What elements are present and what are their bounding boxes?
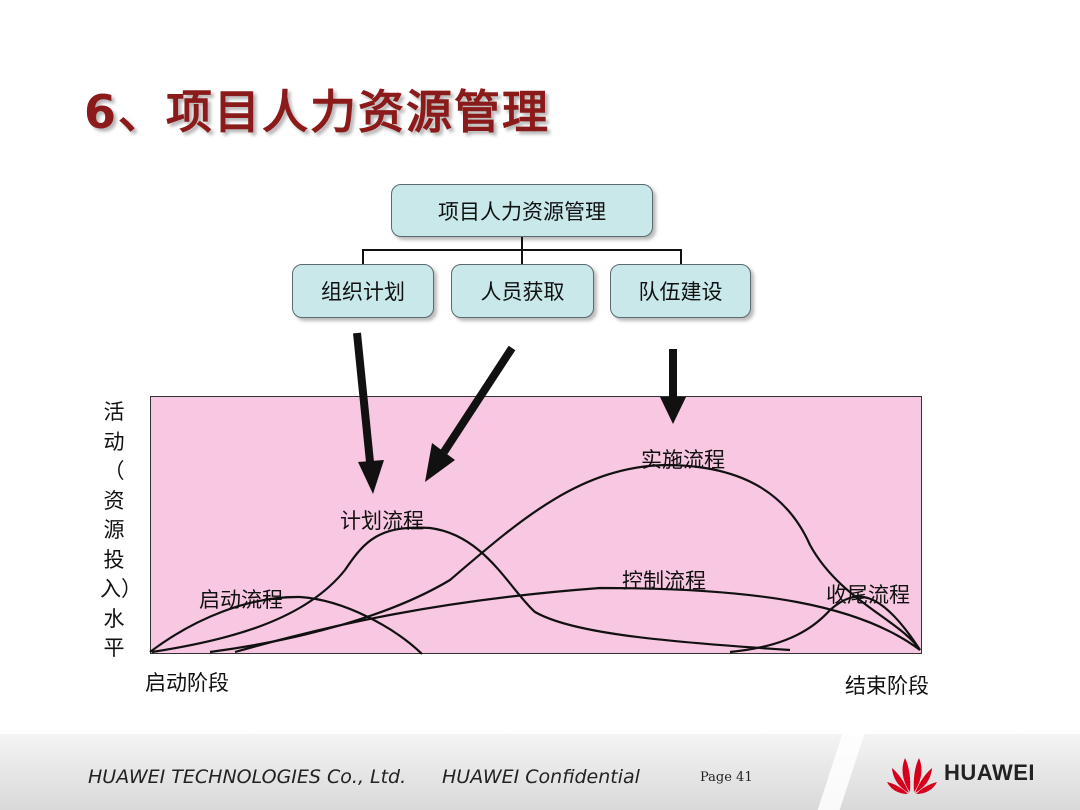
arrow-head bbox=[660, 397, 686, 424]
label-initiating: 启动流程 bbox=[199, 588, 283, 612]
connector-left-drop bbox=[362, 249, 364, 264]
arrow-head bbox=[425, 443, 455, 482]
curve-initiating bbox=[149, 595, 423, 655]
org-box-staff-acquisition: 人员获取 bbox=[451, 264, 594, 318]
curve-executing bbox=[209, 463, 921, 654]
curve-closing bbox=[729, 595, 921, 654]
y-axis-char: 动 bbox=[103, 429, 125, 454]
curve-planning bbox=[151, 526, 791, 654]
process-plot-area bbox=[150, 396, 922, 654]
y-axis-char: 平 bbox=[103, 636, 125, 660]
arrow-head bbox=[358, 460, 384, 494]
connector-right-drop bbox=[680, 249, 682, 264]
page-number: Page 41 bbox=[700, 770, 753, 785]
y-axis-char: 资 bbox=[103, 488, 125, 513]
footer-bar bbox=[0, 734, 1080, 810]
footer-confidential: HUAWEI Confidential bbox=[442, 766, 640, 788]
org-box-organization-planning: 组织计划 bbox=[292, 264, 434, 318]
label-executing: 实施流程 bbox=[641, 448, 725, 472]
y-axis-char: 水 bbox=[103, 606, 125, 631]
y-axis-char: 投 bbox=[103, 547, 125, 572]
logo-wordmark: HUAWEI bbox=[944, 760, 1035, 785]
x-axis-start-label: 启动阶段 bbox=[145, 671, 229, 695]
x-axis-end-label: 结束阶段 bbox=[845, 674, 929, 698]
label-closing: 收尾流程 bbox=[826, 583, 910, 607]
org-box-team-development: 队伍建设 bbox=[610, 264, 751, 318]
huawei-logo: HUAWEI bbox=[886, 752, 1046, 796]
footer-company: HUAWEI TECHNOLOGIES Co., Ltd. bbox=[88, 766, 407, 788]
huawei-petal-icon bbox=[887, 758, 937, 794]
label-planning: 计划流程 bbox=[340, 509, 424, 533]
curve-controlling bbox=[234, 586, 921, 654]
label-controlling: 控制流程 bbox=[622, 569, 706, 593]
y-axis-char: （ bbox=[103, 459, 125, 483]
slide-title: 6、项目人力资源管理 bbox=[84, 85, 551, 139]
y-axis-char: 源 bbox=[103, 518, 125, 542]
y-axis-char: 活 bbox=[103, 400, 125, 424]
org-box-root: 项目人力资源管理 bbox=[391, 184, 653, 237]
connector-mid-drop bbox=[521, 249, 523, 264]
connector-root-stem bbox=[521, 237, 523, 250]
process-curves bbox=[149, 332, 921, 655]
arrow-acq-to-planning bbox=[440, 345, 516, 455]
arrow-org-to-planning bbox=[353, 332, 374, 463]
